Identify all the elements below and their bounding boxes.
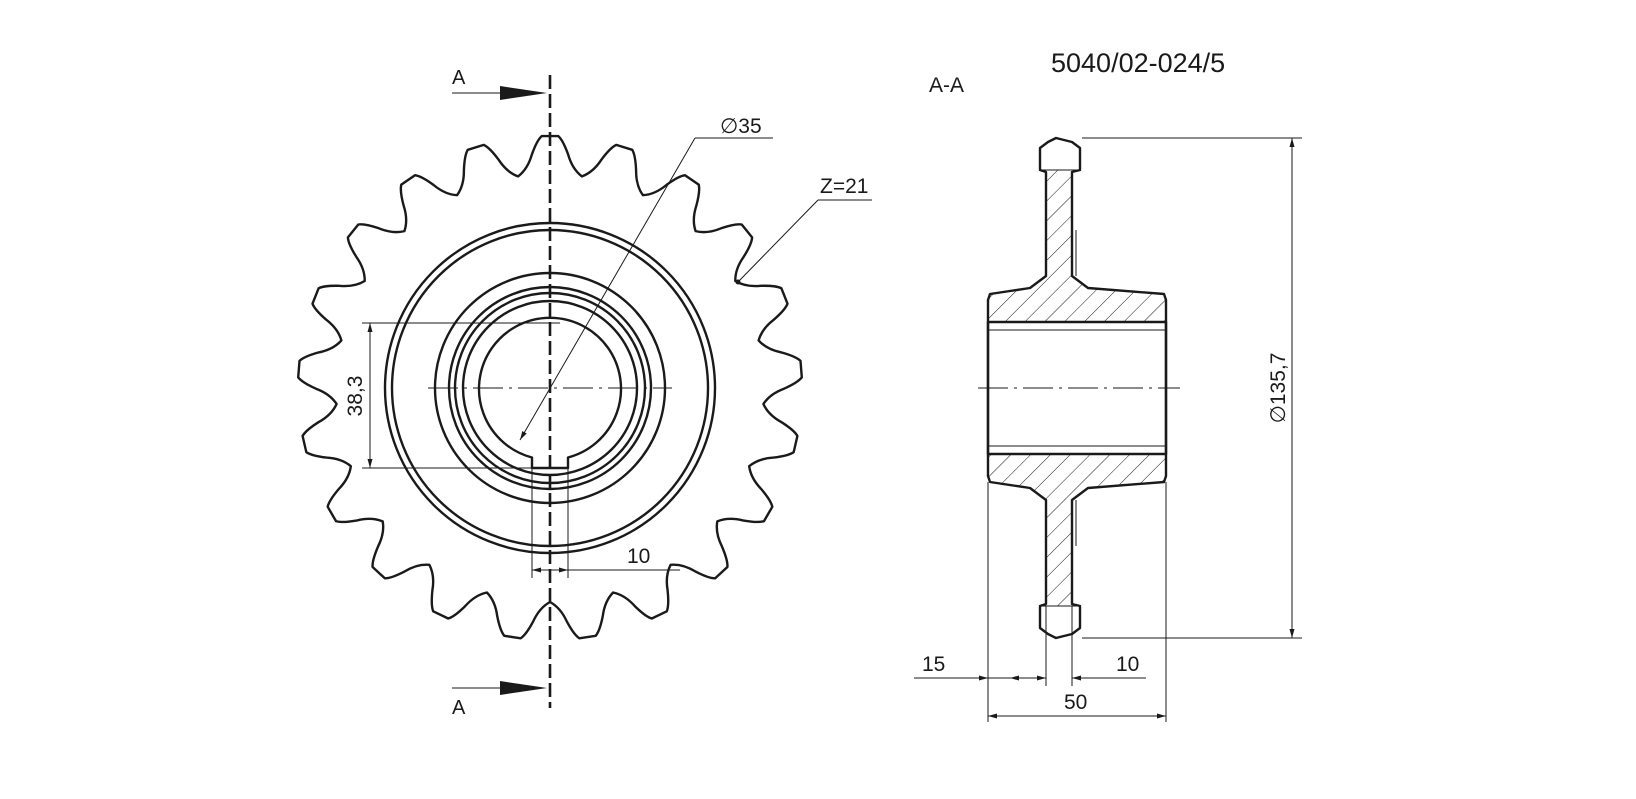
section-hatch-lower: [988, 454, 1166, 606]
section-marker-bottom: A: [452, 697, 466, 719]
bore-diameter-leader: [519, 137, 696, 441]
section-arrow-top-head: [500, 86, 547, 100]
section-profile-outline: [986, 136, 1168, 640]
section-arrow-bottom-head: [500, 681, 547, 695]
section-hatch-upper: [988, 170, 1166, 322]
hub-length-label: 50: [1064, 691, 1087, 714]
outer-diameter-label: ∅135,7: [1267, 353, 1290, 424]
teeth-count-leader-dot: [735, 279, 741, 285]
teeth-count-leader: [737, 199, 819, 283]
bore-diameter-label: ∅35: [720, 115, 762, 138]
sprocket-teeth-outline: [297, 134, 803, 640]
drawing-number: 5040/02-024/5: [1051, 48, 1225, 78]
section-marker-top: A: [452, 67, 466, 89]
teeth-count-label: Z=21: [820, 175, 868, 198]
bore-with-keyway: [477, 316, 623, 470]
front-view: A A ∅35 Z=21 38,3 10: [297, 67, 872, 719]
section-view-label: A-A: [929, 74, 964, 97]
keyway-height-label: 38,3: [344, 376, 367, 417]
hub-offset-label: 15: [922, 653, 945, 676]
section-view: 5040/02-024/5 A-A ∅135,7: [914, 48, 1302, 722]
keyway-width-label: 10: [627, 545, 650, 568]
plate-thickness-label: 10: [1116, 653, 1139, 676]
